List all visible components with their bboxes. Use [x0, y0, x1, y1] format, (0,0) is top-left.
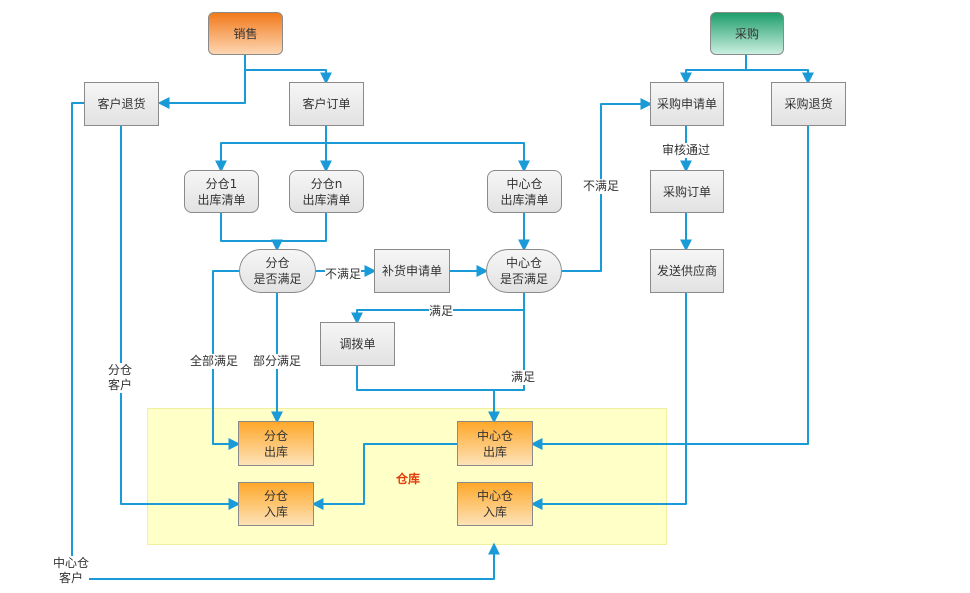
edge-centralout-branchin [311, 443, 457, 510]
central-inbound-node: 中心仓 入库 [457, 482, 533, 526]
edge-sales-return [157, 70, 246, 109]
edge-central-outbound [488, 310, 525, 424]
edge-order-central [326, 142, 530, 173]
central-outbound-label-1: 中心仓 [476, 428, 513, 443]
sales-node: 销售 [208, 12, 283, 55]
replenish-request-label: 补货申请单 [381, 264, 442, 278]
central-outbound-label-2: 出库 [482, 444, 507, 459]
edge-label-branch-customer: 分仓 客户 [108, 363, 133, 393]
edge-label-not-satisfied-central: 不满足 [583, 179, 620, 194]
replenish-request-node: 补货申请单 [374, 249, 450, 293]
branch-outbound-node: 分仓 出库 [238, 421, 314, 466]
purchase-order-label: 采购订单 [662, 184, 711, 199]
edge-label-branch-customer-1: 分仓 [108, 363, 133, 377]
central-outbound-node: 中心仓 出库 [457, 421, 533, 466]
edge-label-all-satisfied: 全部满足 [190, 354, 239, 369]
branch-check-node: 分仓 是否满足 [239, 249, 316, 293]
purchase-node: 采购 [710, 12, 784, 55]
purchase-label: 采购 [734, 26, 759, 41]
edge-label-central-customer-2: 客户 [59, 571, 84, 585]
branch1-outlist-node: 分仓1 出库清单 [184, 170, 259, 213]
branch-inbound-node: 分仓 入库 [238, 482, 314, 526]
branch-outbound-label-1: 分仓 [263, 428, 288, 443]
branch-inbound-label-1: 分仓 [263, 489, 288, 503]
purchase-request-label: 采购申请单 [656, 97, 717, 111]
edge-label-approved: 审核通过 [662, 143, 711, 158]
warehouse-label: 仓库 [396, 472, 421, 486]
branchn-outlist-label-1: 分仓n [310, 176, 343, 191]
edge-return-branchin [120, 126, 241, 510]
edge-label-not-satisfied-branch: 不满足 [325, 267, 362, 282]
central-inbound-label-1: 中心仓 [476, 489, 513, 503]
edge-purchase-request [680, 55, 747, 85]
edge-branch1-check [220, 213, 283, 252]
edge-label-central-customer: 中心仓 客户 [53, 556, 90, 586]
central-outlist-label-1: 中心仓 [506, 176, 543, 191]
edge-purchase-return [746, 69, 814, 85]
edge-label-satisfied-outbound: 满足 [511, 370, 536, 385]
branch-outbound-label-2: 出库 [263, 444, 288, 459]
edge-label-partial-satisfied: 部分满足 [253, 354, 302, 369]
edge-preturn-centralout [530, 126, 809, 450]
purchase-return-node: 采购退货 [771, 82, 846, 126]
branch1-outlist-label-2: 出库清单 [197, 192, 246, 207]
customer-order-node: 客户订单 [289, 82, 364, 126]
branch-check-label-2: 是否满足 [253, 272, 302, 286]
edge-sales-order [244, 55, 332, 85]
warehouse-zone [147, 408, 667, 545]
branch-check-label-1: 分仓 [265, 256, 290, 270]
purchase-order-node: 采购订单 [650, 170, 724, 213]
central-check-label-2: 是否满足 [499, 272, 548, 286]
branchn-outlist-node: 分仓n 出库清单 [289, 170, 364, 213]
edge-transfer-outbound [356, 366, 494, 391]
central-check-node: 中心仓 是否满足 [486, 249, 562, 293]
purchase-request-node: 采购申请单 [650, 82, 724, 126]
central-outlist-node: 中心仓 出库清单 [487, 170, 562, 213]
central-inbound-label-2: 入库 [482, 505, 507, 519]
send-supplier-node: 发送供应商 [650, 249, 724, 293]
customer-return-label: 客户退货 [97, 97, 146, 111]
customer-return-node: 客户退货 [84, 82, 159, 126]
send-supplier-label: 发送供应商 [656, 264, 717, 278]
edge-order-lists [215, 126, 327, 173]
transfer-order-node: 调拨单 [320, 322, 395, 366]
edge-branchn-check [277, 213, 327, 242]
branchn-outlist-label-2: 出库清单 [302, 192, 351, 207]
central-check-label-1: 中心仓 [505, 256, 542, 270]
edge-label-central-customer-1: 中心仓 [53, 556, 90, 570]
purchase-return-label: 采购退货 [784, 97, 833, 111]
customer-order-label: 客户订单 [302, 97, 351, 111]
transfer-order-label: 调拨单 [339, 337, 376, 351]
edge-label-satisfied-transfer: 满足 [429, 304, 454, 319]
branch1-outlist-label-1: 分仓1 [205, 176, 238, 191]
edge-supplier-centralin [530, 293, 687, 510]
edge-label-branch-customer-2: 客户 [108, 378, 133, 392]
sales-label: 销售 [233, 26, 258, 41]
central-outlist-label-2: 出库清单 [500, 192, 549, 207]
branch-inbound-label-2: 入库 [263, 505, 288, 519]
